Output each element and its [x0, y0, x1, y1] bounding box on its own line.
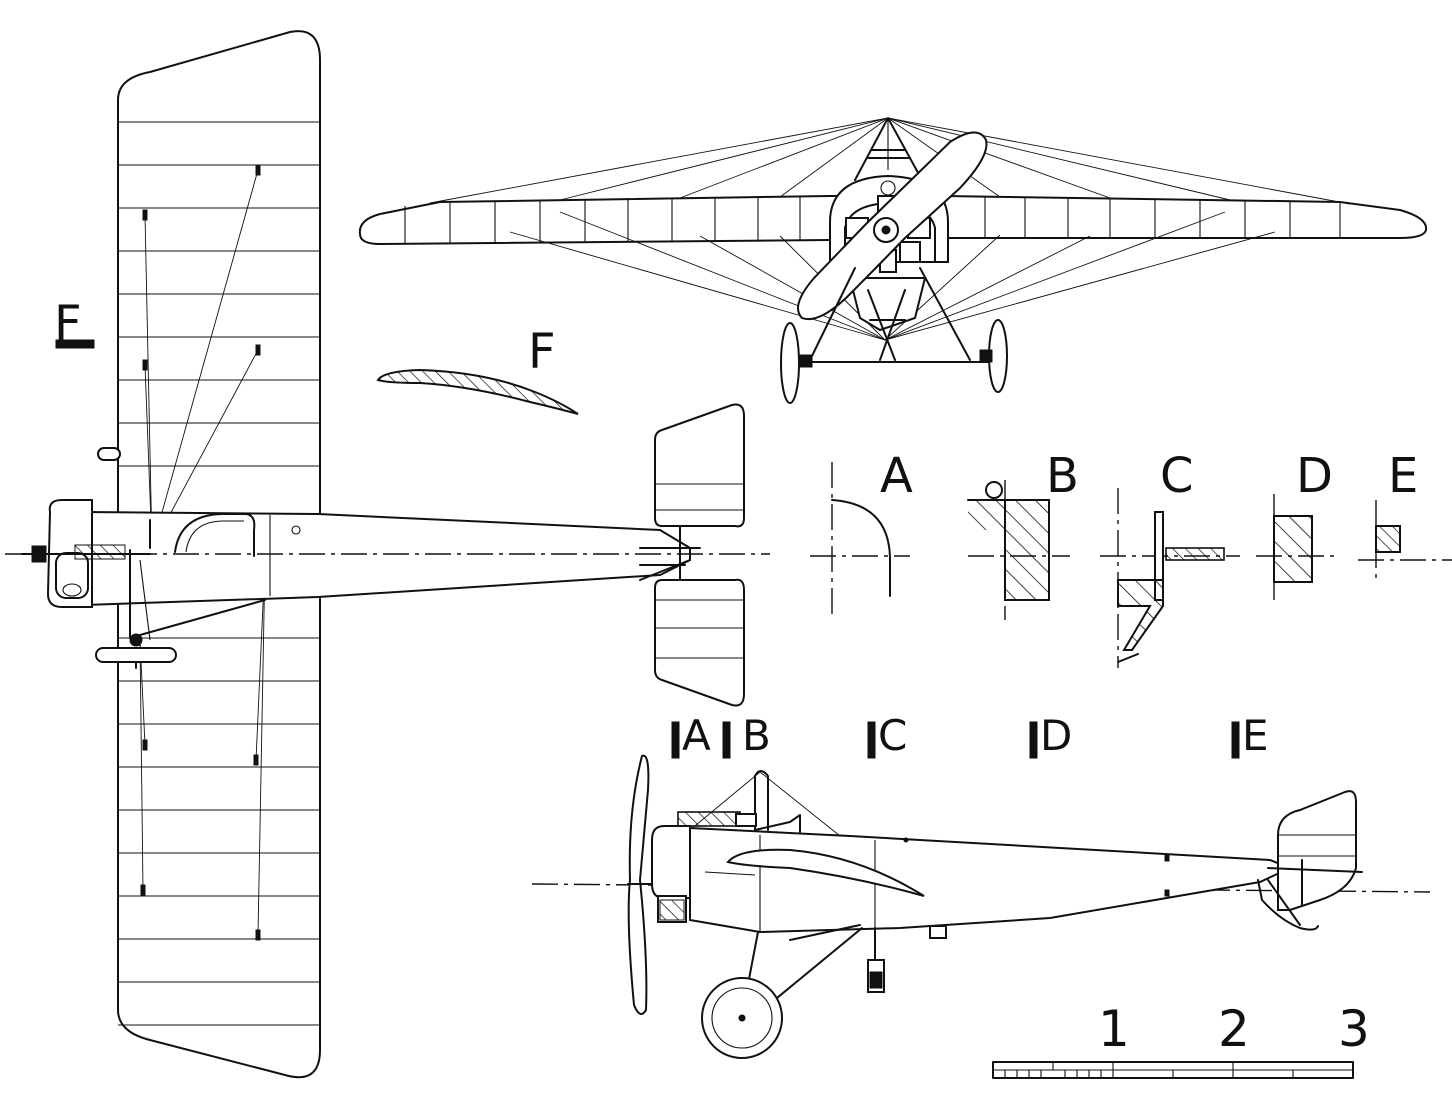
airfoil-section: F: [376, 324, 579, 415]
scale-bar: 1 2 3: [992, 1000, 1370, 1079]
side-rudder: [1277, 790, 1357, 911]
front-view: [358, 117, 1428, 404]
station-e-label: E: [1242, 711, 1269, 760]
plan-wheel: [95, 647, 177, 663]
plan-wing-ribs: [118, 121, 320, 1026]
side-cowling: [651, 825, 691, 899]
front-wing-ribs: [404, 196, 1341, 243]
plan-view: F: [5, 30, 770, 1079]
scale-tick-1: 1: [1098, 1000, 1130, 1058]
scale-tick-2: 2: [1218, 1000, 1250, 1058]
section-e-label: E: [1388, 448, 1418, 504]
section-a: A: [810, 448, 913, 616]
airfoil-profile: [376, 368, 579, 415]
plan-cockpit: [174, 513, 256, 557]
section-b: B: [967, 448, 1079, 620]
plan-fuselage: [84, 510, 691, 607]
section-c: C: [1100, 448, 1240, 668]
side-wing-root: [726, 848, 925, 897]
station-c-label: C: [878, 711, 907, 760]
section-d-label: D: [1296, 448, 1333, 504]
side-fuselage: [689, 826, 1293, 934]
section-a-label: A: [880, 448, 913, 504]
plan-fittings: [140, 164, 261, 941]
airfoil-label: F: [528, 324, 556, 380]
side-view: A B C D E: [531, 711, 1431, 1059]
section-e: E: [1358, 448, 1452, 580]
front-wheel-left: [780, 322, 800, 404]
station-markers: A B C D E: [671, 711, 1269, 760]
plan-wing: [117, 30, 321, 1079]
plan-elevator-lower: [654, 578, 745, 707]
section-b-label: B: [1046, 448, 1079, 504]
scale-tick-3: 3: [1338, 1000, 1370, 1058]
station-d-label: D: [1040, 711, 1072, 760]
top-view-label-underline: [55, 339, 95, 349]
plan-elevator-upper: [654, 403, 745, 528]
station-a-label: A: [682, 711, 711, 760]
station-b-label: B: [742, 711, 771, 760]
front-landing-gear: [799, 267, 996, 363]
front-upper-wires: [429, 117, 1351, 205]
section-c-label: C: [1160, 448, 1194, 504]
section-d: D: [1256, 448, 1334, 600]
cross-sections: A B C D: [810, 448, 1452, 668]
